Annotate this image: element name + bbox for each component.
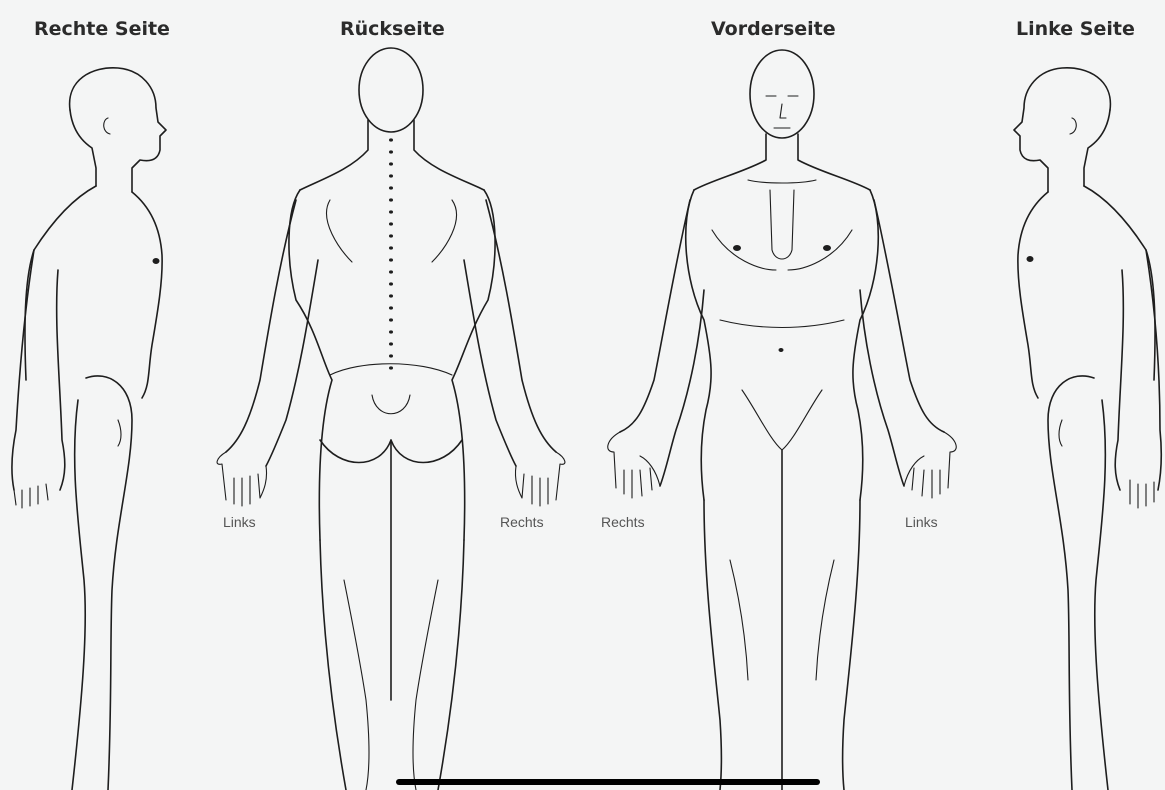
back-figure [217, 48, 565, 790]
left-side-figure [1014, 68, 1161, 790]
right-side-figure [12, 68, 166, 790]
home-indicator[interactable] [396, 779, 820, 785]
front-left-label: Links [905, 514, 938, 530]
front-right-label: Rechts [601, 514, 645, 530]
spine-dots [389, 138, 393, 369]
front-figure [608, 50, 957, 790]
back-right-label: Rechts [500, 514, 544, 530]
back-left-label: Links [223, 514, 256, 530]
